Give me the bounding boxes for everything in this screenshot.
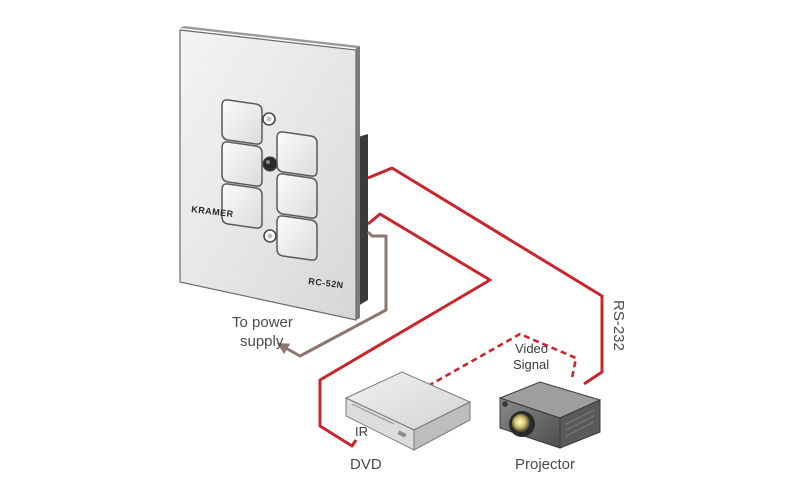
rs232-label: RS-232 [610, 300, 627, 351]
panel-button-4[interactable] [276, 131, 318, 177]
power-label-line1: To power [232, 314, 293, 331]
dvd-display [397, 430, 407, 438]
panel-button-1[interactable] [221, 99, 263, 145]
panel-screw-bottom [263, 229, 277, 243]
dvd-player [344, 371, 472, 451]
video-label-line1: Video [515, 341, 548, 356]
right-button-column [276, 131, 318, 261]
projector-lens [512, 414, 530, 432]
ir-cable [318, 212, 492, 448]
panel-side-edge [356, 46, 360, 320]
panel-button-6[interactable] [276, 215, 318, 261]
dvd-tray-slot [351, 403, 395, 425]
rs232-cable [367, 166, 604, 386]
ir-label: IR [355, 424, 368, 439]
wall-panel: KRAMER RC-52N [179, 26, 368, 321]
panel-model-label: RC-52N [308, 276, 344, 290]
panel-screw-top [262, 112, 276, 126]
dvd-label: DVD [350, 456, 382, 473]
video-label-line2: Signal [513, 357, 549, 372]
power-cable [276, 230, 388, 358]
left-button-column [221, 99, 263, 229]
panel-top-edge [180, 26, 360, 48]
projector-foot [502, 401, 508, 407]
projector-vents [565, 409, 595, 437]
panel-face [179, 29, 357, 321]
video-signal-cable [427, 332, 578, 388]
ir-sensor [262, 156, 278, 172]
panel-button-3[interactable] [221, 183, 263, 229]
dvd-side [413, 401, 471, 451]
power-label-line2: supply [240, 333, 284, 350]
projector-label: Projector [515, 456, 575, 473]
projector [498, 381, 602, 449]
panel-button-5[interactable] [276, 173, 318, 219]
panel-button-2[interactable] [221, 141, 263, 187]
